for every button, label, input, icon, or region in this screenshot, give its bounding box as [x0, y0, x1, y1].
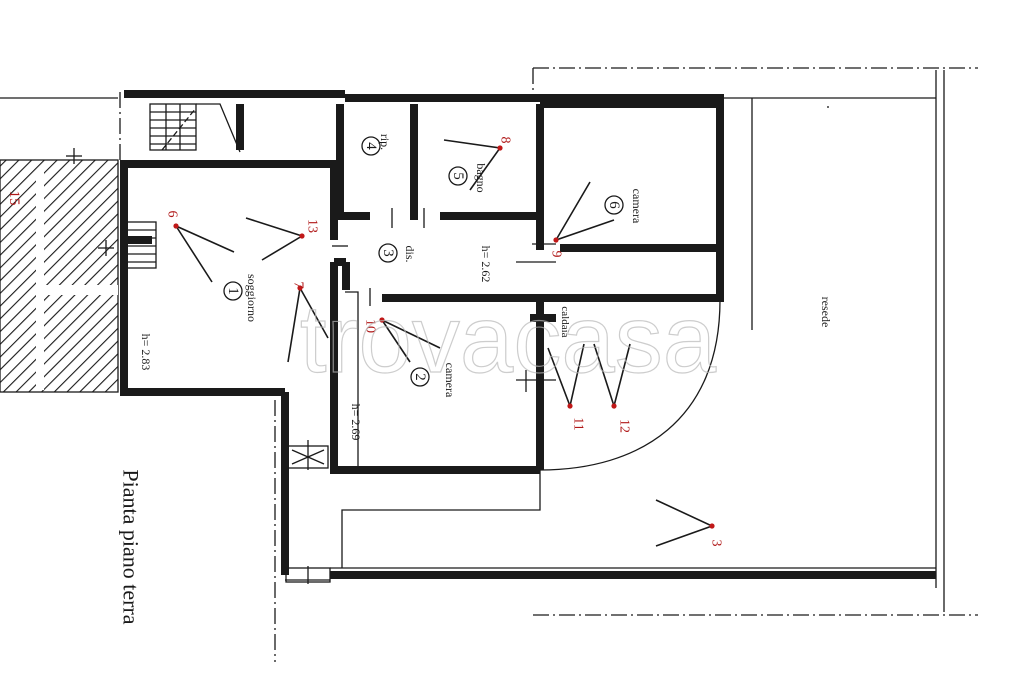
photo-number-10: 10 — [363, 319, 378, 333]
resede-label: resede — [819, 297, 833, 328]
property-boundary — [119, 67, 978, 662]
room-name-rip: rip. — [378, 134, 392, 150]
height-camera: h= 2.69 — [349, 404, 363, 441]
garden-paths — [330, 97, 936, 569]
room-name-dis: dis. — [403, 245, 417, 262]
room-number-soggiorno: 1 — [225, 287, 241, 295]
photo-number-9: 9 — [549, 251, 564, 258]
room-names: soggiorno camera dis. rip. bagno camera … — [6, 134, 833, 398]
room-name-bagno: bagno — [474, 163, 488, 192]
neighbour-unit-label: 15 — [6, 191, 22, 206]
exterior-walls — [120, 90, 936, 581]
room-name-camera-6: camera — [630, 189, 644, 224]
room-number-dis: 3 — [380, 249, 396, 257]
plan-title: Pianta piano terra — [119, 469, 144, 624]
photo-number-6: 6 — [165, 211, 180, 218]
photo-number-11: 11 — [571, 417, 586, 430]
room-markers — [223, 136, 624, 387]
caldaia-label: caldaia — [559, 306, 571, 337]
neighbour-unit — [0, 97, 119, 393]
photo-number-7: 7 — [291, 282, 306, 289]
watermark: trovacasa — [300, 286, 717, 393]
room-number-camera-2: 2 — [412, 373, 428, 381]
room-name-soggiorno: soggiorno — [245, 274, 259, 322]
doors — [66, 148, 556, 584]
room-number-rip: 4 — [363, 142, 379, 150]
photo-numbers: 8 9 6 13 7 10 11 12 3 — [165, 137, 724, 547]
stairs — [121, 103, 241, 269]
photo-number-13: 13 — [305, 219, 320, 233]
height-soggiorno: h= 2.83 — [139, 334, 153, 371]
room-number-bagno: 5 — [450, 172, 466, 180]
photo-number-8: 8 — [498, 137, 513, 144]
room-numbers: 1 2 3 4 5 6 — [225, 142, 622, 381]
room-number-camera-6: 6 — [606, 201, 622, 209]
height-corridor: h= 2.62 — [479, 246, 493, 283]
ceiling-heights: h= 2.83 h= 2.69 h= 2.62 — [139, 246, 493, 441]
photo-number-3: 3 — [709, 540, 724, 547]
room-name-camera-2: camera — [443, 363, 457, 398]
photo-dots — [173, 145, 715, 529]
photo-number-12: 12 — [617, 419, 632, 433]
interior-walls — [128, 100, 716, 474]
